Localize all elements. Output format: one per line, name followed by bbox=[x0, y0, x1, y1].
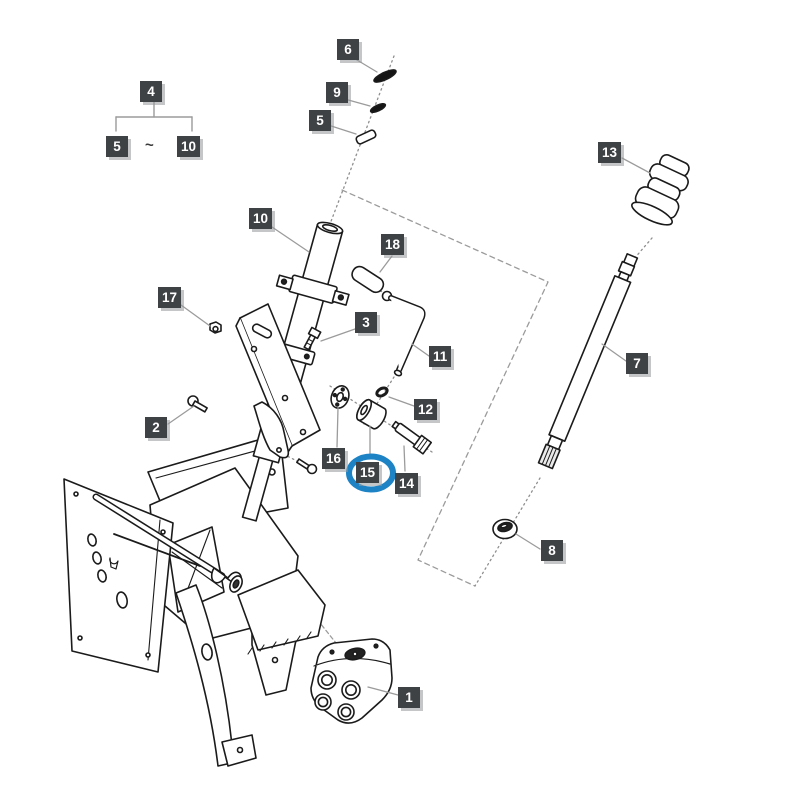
part-label-8[interactable]: 8 bbox=[541, 540, 563, 561]
steering-column-drawing bbox=[235, 221, 350, 522]
part-label-15-highlighted[interactable]: 15 bbox=[356, 462, 380, 483]
part-label-2[interactable]: 2 bbox=[145, 417, 167, 438]
boot-drawing bbox=[631, 154, 690, 226]
part-label-14[interactable]: 14 bbox=[395, 473, 419, 494]
part-label-10[interactable]: 10 bbox=[249, 208, 273, 229]
pivot-parts-drawing bbox=[330, 385, 433, 455]
part-label-11[interactable]: 11 bbox=[429, 346, 452, 367]
part-label-6[interactable]: 6 bbox=[337, 39, 359, 60]
part-label-13[interactable]: 13 bbox=[598, 142, 622, 163]
highlight-ring-15 bbox=[346, 453, 396, 493]
part-label-1[interactable]: 1 bbox=[398, 687, 420, 708]
legend-tilde: ~ bbox=[145, 137, 154, 154]
shaft-drawing bbox=[537, 253, 639, 470]
part-label-18[interactable]: 18 bbox=[381, 234, 405, 255]
steering-valve-drawing bbox=[310, 638, 393, 724]
part-label-9[interactable]: 9 bbox=[326, 82, 348, 103]
legend-label-10[interactable]: 10 bbox=[177, 136, 201, 157]
legend-label-5[interactable]: 5 bbox=[106, 136, 128, 157]
fasteners-drawing bbox=[187, 321, 322, 475]
frame-drawing bbox=[63, 439, 326, 767]
part-label-5[interactable]: 5 bbox=[309, 110, 331, 131]
bushing-drawing bbox=[492, 518, 518, 540]
part-label-16[interactable]: 16 bbox=[322, 448, 346, 469]
tilt-lever-drawing bbox=[351, 265, 426, 398]
part-label-17[interactable]: 17 bbox=[158, 287, 182, 308]
legend-label-4[interactable]: 4 bbox=[140, 81, 162, 102]
top-parts-drawing bbox=[355, 69, 397, 145]
part-label-3[interactable]: 3 bbox=[355, 312, 377, 333]
part-label-7[interactable]: 7 bbox=[626, 353, 648, 374]
legend-bracket bbox=[115, 101, 193, 132]
part-label-12[interactable]: 12 bbox=[414, 399, 438, 420]
